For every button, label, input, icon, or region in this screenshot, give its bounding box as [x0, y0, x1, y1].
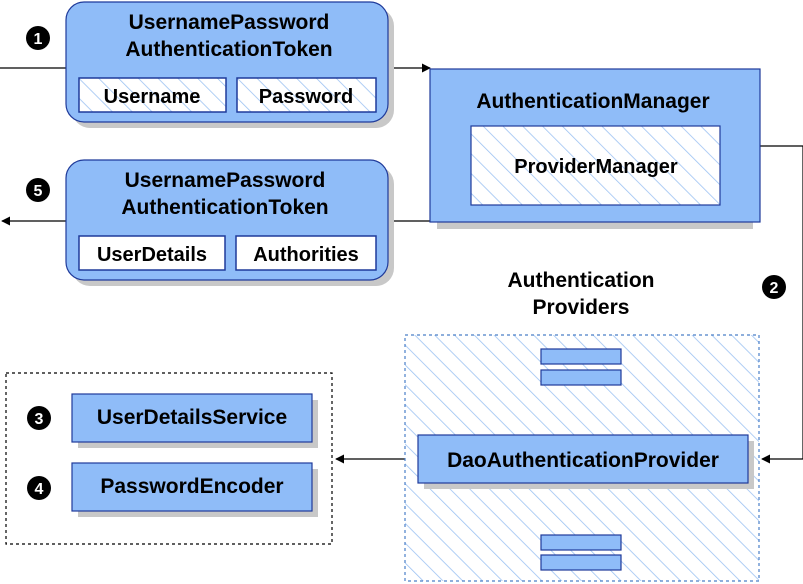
authentication-manager-title: AuthenticationManager — [476, 90, 709, 113]
authentication-manager: AuthenticationManager ProviderManager — [429, 68, 761, 229]
user-details-service-label: UserDetailsService — [97, 406, 287, 429]
step-badge-4: 4 — [27, 476, 51, 500]
field-authorities: Authorities — [253, 244, 359, 266]
step-badge-1: 1 — [26, 26, 50, 50]
providers-title-line2: Providers — [533, 296, 630, 319]
svg-text:3: 3 — [35, 411, 44, 428]
field-password: Password — [259, 86, 353, 108]
field-userdetails: UserDetails — [97, 244, 207, 266]
field-username: Username — [104, 86, 201, 108]
provider-placeholder-bottom-2 — [540, 554, 622, 571]
provider-dependencies-group: UserDetailsService PasswordEncoder — [5, 372, 333, 545]
step-badge-3: 3 — [27, 406, 51, 430]
svg-text:4: 4 — [35, 481, 44, 498]
request-token-title-line1: UsernamePassword — [129, 11, 330, 34]
request-authentication-token: UsernamePassword AuthenticationToken Use… — [65, 1, 394, 128]
provider-placeholder-top-2 — [540, 369, 622, 386]
step-badge-5: 5 — [26, 178, 50, 202]
arrow-manager-to-dao — [760, 145, 803, 464]
response-authentication-token: UsernamePassword AuthenticationToken Use… — [65, 159, 394, 286]
request-token-title-line2: AuthenticationToken — [125, 38, 332, 61]
provider-manager-label: ProviderManager — [514, 156, 678, 178]
step-badge-2: 2 — [762, 275, 786, 299]
password-encoder-label: PasswordEncoder — [100, 475, 283, 498]
providers-title-line1: Authentication — [508, 269, 655, 292]
response-token-title-line2: AuthenticationToken — [121, 196, 328, 219]
provider-placeholder-bottom-1 — [540, 534, 622, 551]
response-token-title-line1: UsernamePassword — [125, 169, 326, 192]
provider-placeholder-top-1 — [540, 348, 622, 365]
svg-text:5: 5 — [34, 183, 43, 200]
svg-text:1: 1 — [34, 31, 43, 48]
svg-text:2: 2 — [770, 280, 779, 297]
dao-authentication-provider-label: DaoAuthenticationProvider — [447, 449, 719, 472]
authentication-providers-group: DaoAuthenticationProvider — [404, 334, 760, 582]
